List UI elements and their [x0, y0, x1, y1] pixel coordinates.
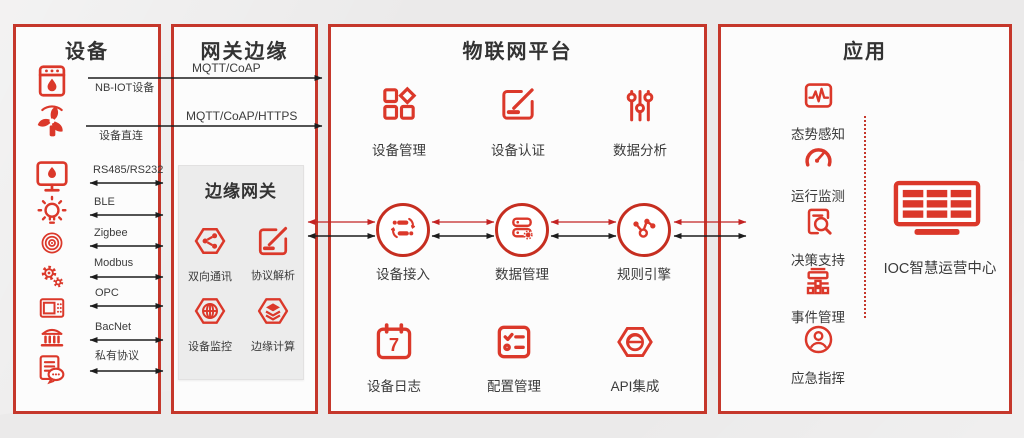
platform-feature-label: 设备认证 — [491, 143, 545, 158]
ioc-center-label: IOC智慧运营中心 — [883, 261, 997, 277]
platform-feature-label: API集成 — [610, 379, 660, 394]
data-management-node — [495, 203, 549, 257]
platform-panel-title: 物联网平台 — [462, 41, 573, 63]
devices-panel-title: 设备 — [65, 41, 109, 63]
platform-feature: 配置管理 — [459, 320, 569, 395]
app-item-label: 应急指挥 — [791, 371, 845, 386]
protocol-label-mqtt-coap-https: MQTT/CoAP/HTTPS — [186, 109, 298, 123]
app-item: 应急指挥 — [770, 322, 866, 387]
share-hexagon-icon — [191, 222, 229, 260]
operation-monitor-icon — [801, 162, 836, 179]
platform-feature-label: 数据分析 — [613, 143, 667, 158]
app-item: 态势感知 — [770, 78, 866, 143]
app-item: 运行监测 — [770, 140, 866, 205]
app-item-label: 事件管理 — [791, 310, 845, 325]
edge-feature-label: 协议解析 — [251, 270, 295, 282]
platform-feature-label: 设备日志 — [367, 379, 421, 394]
bulb-icon — [34, 193, 70, 229]
edge-gateway-title: 边缘网关 — [205, 182, 277, 201]
data-management-icon — [506, 212, 538, 249]
device-row-label: RS485/RS232 — [93, 164, 164, 176]
gears-icon — [37, 261, 67, 291]
platform-feature: 数据分析 — [585, 84, 695, 159]
protocol-parse-icon — [255, 222, 291, 259]
control-panel-icon — [37, 293, 67, 323]
edge-feature: 设备监控 — [179, 292, 241, 354]
decision-support-icon — [801, 226, 836, 243]
edge-feature: 双向通讯 — [179, 222, 241, 284]
device-auth-icon — [498, 111, 538, 128]
config-management-icon — [492, 351, 536, 368]
screen-flame-icon — [33, 157, 71, 195]
app-item-label: 决策支持 — [791, 253, 845, 268]
app-item: 决策支持 — [770, 204, 866, 269]
platform-feature: 设备管理 — [344, 84, 454, 159]
platform-feature: API集成 — [580, 320, 690, 395]
rule-engine-node — [617, 203, 671, 257]
emergency-command-icon — [801, 344, 836, 361]
device-row-label: NB-IOT设备 — [95, 82, 155, 94]
device-row-label: 私有协议 — [95, 350, 139, 362]
platform-feature: 设备日志 — [339, 320, 449, 395]
platform-feature-label: 设备管理 — [372, 143, 426, 158]
device-row-label: Modbus — [94, 257, 134, 269]
device-access-node — [376, 203, 430, 257]
device-row-label: BLE — [94, 196, 115, 208]
device-row-label: Zigbee — [94, 227, 128, 239]
app-item: 事件管理 — [770, 264, 866, 326]
device-log-icon — [372, 351, 416, 368]
app-item-label: 运行监测 — [791, 189, 845, 204]
api-integration-icon — [613, 351, 657, 368]
rule-engine-icon — [628, 212, 660, 249]
edge-feature-label: 边缘计算 — [251, 341, 295, 353]
zigbee-coil-icon — [38, 229, 66, 257]
apps-panel-title: 应用 — [843, 41, 887, 63]
protocol-doc-icon — [35, 352, 69, 386]
gateway-panel-title: 网关边缘 — [200, 41, 289, 63]
platform-node-label: 规则引擎 — [617, 267, 671, 282]
meter-icon — [33, 62, 71, 100]
edge-feature: 边缘计算 — [242, 292, 304, 354]
building-icon — [37, 322, 67, 352]
edge-feature-label: 双向通讯 — [188, 271, 232, 283]
device-row-label: BacNet — [95, 321, 132, 333]
edge-feature-label: 设备监控 — [188, 341, 232, 353]
device-row-label: OPC — [95, 287, 119, 299]
device-access-icon — [387, 212, 419, 249]
platform-feature: 设备认证 — [463, 84, 573, 159]
apps-divider — [864, 116, 866, 318]
platform-feature-label: 配置管理 — [487, 379, 541, 394]
device-management-icon — [379, 111, 419, 128]
fan-icon — [32, 101, 72, 141]
platform-node-label: 设备接入 — [376, 267, 430, 282]
situation-awareness-icon — [801, 100, 836, 117]
ioc-screen-icon — [893, 180, 981, 242]
platform-node-label: 数据管理 — [495, 267, 549, 282]
app-item-label: 态势感知 — [791, 127, 845, 142]
monitor-globe-icon — [191, 292, 229, 330]
device-row-label: 设备直连 — [99, 130, 143, 142]
edge-gateway-box: 边缘网关 — [178, 165, 304, 380]
data-analysis-icon — [620, 111, 660, 128]
event-management-icon — [802, 283, 834, 300]
devices-panel: 设备 — [13, 24, 161, 414]
edge-compute-icon — [254, 292, 292, 330]
edge-feature: 协议解析 — [242, 222, 304, 283]
protocol-label-mqtt-coap: MQTT/CoAP — [192, 61, 261, 75]
